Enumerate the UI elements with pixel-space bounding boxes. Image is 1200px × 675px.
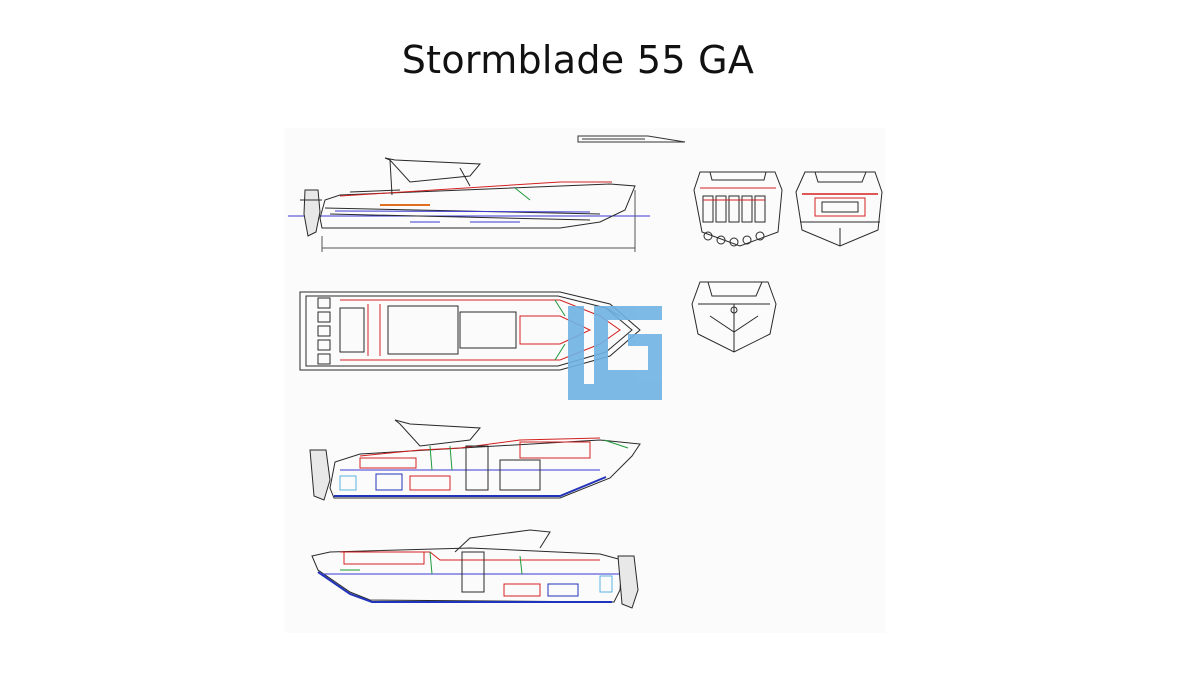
inboard-section-starboard-view: [312, 530, 638, 608]
drawing-title: Stormblade 55 GA: [401, 38, 755, 82]
bow-front-view: [692, 282, 776, 352]
bow-elevation-view: [796, 172, 882, 246]
brand-logo-mark: [578, 136, 685, 142]
lg-watermark-logo: [568, 306, 662, 400]
profile-exterior-view: [288, 158, 650, 252]
deck-plan-view: [300, 292, 640, 370]
stern-elevation-view: [694, 172, 782, 246]
inboard-section-port-view: [310, 420, 640, 500]
